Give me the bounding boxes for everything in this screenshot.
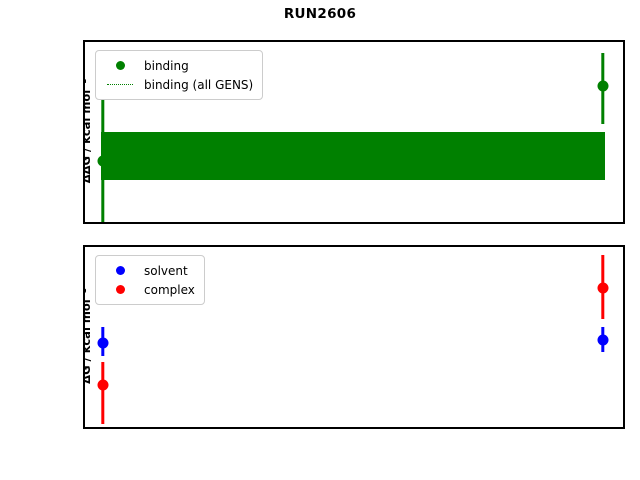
y-tick-bottom-0 — [83, 283, 85, 284]
y-tick-top-0 — [83, 97, 85, 98]
complex-errorbar-gen0 — [101, 361, 105, 424]
y-axis-label-bottom: ΔG / kcal mol⁻¹ — [83, 288, 93, 384]
plot-panel-binding: ΔΔG / kcal mol⁻¹ 2 1 0 −1 binding — [83, 40, 625, 224]
binding-marker-gen0 — [97, 155, 109, 167]
y-tick-top-2 — [83, 167, 85, 168]
legend-label-binding: binding — [144, 58, 189, 73]
y-tick-bottom-3 — [83, 415, 85, 416]
plot-panel-absolute-dg: ΔG / kcal mol⁻¹ −61 −62 −63 −64 0 1 GEN — [83, 245, 625, 429]
x-tick-bottom-1 — [603, 427, 604, 429]
x-tick-top-0 — [103, 222, 104, 224]
legend-marker-dot-icon — [103, 61, 137, 70]
legend-marker-dot-icon — [103, 285, 137, 294]
complex-marker-gen1 — [597, 282, 609, 294]
legend-item-complex[interactable]: complex — [103, 280, 195, 299]
legend-item-binding[interactable]: binding — [103, 56, 253, 75]
binding-all-gens-band — [101, 132, 605, 180]
legend-item-binding-all-gens[interactable]: binding (all GENS) — [103, 75, 253, 94]
legend-item-solvent[interactable]: solvent — [103, 261, 195, 280]
complex-marker-gen0 — [97, 379, 109, 391]
y-tick-top-3 — [83, 202, 85, 203]
legend-label-binding-all-gens: binding (all GENS) — [144, 77, 254, 92]
legend-label-solvent: solvent — [144, 263, 188, 278]
legend-dotted-line-icon — [103, 84, 137, 85]
y-tick-top-1 — [83, 132, 85, 133]
y-tick-bottom-1 — [83, 327, 85, 328]
solvent-marker-gen0 — [97, 337, 109, 349]
binding-marker-gen1 — [597, 80, 609, 92]
binding-errorbar-gen0 — [101, 88, 105, 222]
x-tick-top-1 — [603, 222, 604, 224]
y-tick-bottom-2 — [83, 371, 85, 372]
legend-bottom: solvent complex — [95, 255, 205, 305]
solvent-marker-gen1 — [597, 334, 609, 346]
x-tick-bottom-0 — [103, 427, 104, 429]
legend-marker-dot-icon — [103, 266, 137, 275]
y-axis-label-top: ΔΔG / kcal mol⁻¹ — [83, 78, 93, 184]
legend-label-complex: complex — [144, 282, 195, 297]
legend-top: binding binding (all GENS) — [95, 50, 264, 100]
figure-title: RUN2606 — [283, 6, 357, 22]
